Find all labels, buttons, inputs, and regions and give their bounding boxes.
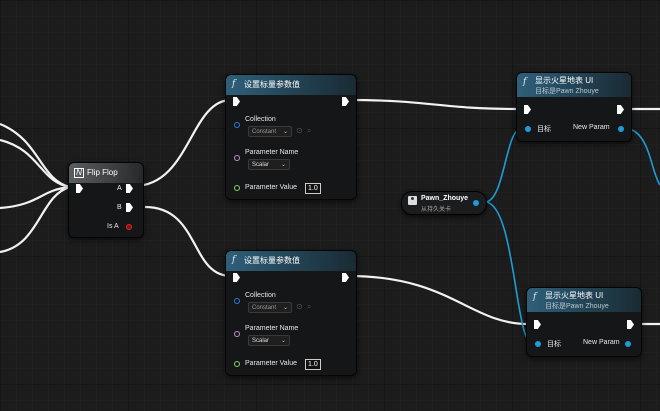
chevron-down-icon: ⌄: [280, 162, 286, 168]
flipflop-exec-b-pin[interactable]: [126, 203, 133, 212]
set-scalar-2-collection-value: Constant: [252, 305, 277, 311]
chevron-down-icon: ⌄: [282, 129, 288, 135]
set-scalar-1-collection-dropdown[interactable]: Constant ⌄: [248, 126, 292, 137]
pawn-reference-node[interactable]: Pawn_Zhouye 从持久关卡: [401, 191, 487, 215]
set-scalar-2-name-pin[interactable]: [234, 331, 240, 337]
set-scalar-2-collection-label: Collection: [245, 292, 276, 299]
show-ui-1-new-param-label: New Param: [573, 124, 610, 131]
show-ui-1-target-label: 目标: [537, 126, 551, 133]
show-ui-node-2[interactable]: f 显示火星地表 UI 目标是Pawn Zhouye 目标 New Param: [526, 287, 642, 357]
set-scalar-1-value-label: Parameter Value: [245, 184, 298, 191]
set-scalar-1-collection-pin[interactable]: [234, 122, 240, 128]
set-scalar-2-exec-in-pin[interactable]: [233, 273, 240, 282]
exec-wire-in-1: [0, 122, 71, 189]
show-ui-2-new-param-label: New Param: [583, 339, 620, 346]
show-ui-2-subtitle: 目标是Pawn Zhouye: [545, 303, 609, 310]
show-ui-1-exec-out-pin[interactable]: [617, 105, 624, 114]
show-ui-header-2[interactable]: f 显示火星地表 UI 目标是Pawn Zhouye: [527, 288, 641, 312]
set-scalar-2-exec-out-pin[interactable]: [342, 273, 349, 282]
exec-wire-in-3: [0, 185, 71, 210]
set-scalar-node-2[interactable]: f 设置标量参数值 Collection Constant ⌄ ⊙ ⌕ Para…: [225, 250, 357, 376]
flipflop-isa-pin[interactable]: [126, 224, 132, 230]
set-scalar-1-value-input[interactable]: 1.0: [305, 183, 321, 194]
set-scalar-2-value-input[interactable]: 1.0: [305, 359, 321, 370]
exec-wire-a: [133, 98, 232, 188]
pawn-output-pin[interactable]: [473, 200, 479, 206]
flipflop-exec-a-pin[interactable]: [126, 184, 133, 193]
function-icon: f: [523, 77, 527, 87]
set-scalar-1-collection-value: Constant: [252, 129, 277, 135]
set-scalar-2-value-label: Parameter Value: [245, 360, 298, 367]
search-icon[interactable]: ⌕: [307, 302, 312, 311]
browse-icon[interactable]: ⊙: [296, 302, 303, 311]
search-icon[interactable]: ⌕: [307, 126, 312, 135]
set-scalar-1-name-dropdown[interactable]: Scalar ⌄: [248, 159, 290, 170]
show-ui-1-target-pin[interactable]: [525, 126, 531, 132]
flipflop-pin-b-label: B: [117, 204, 122, 211]
object-wire-2: [484, 201, 533, 344]
set-scalar-header-2[interactable]: f 设置标量参数值: [226, 251, 356, 271]
actor-reference-icon: [408, 196, 417, 205]
set-scalar-2-name-label: Parameter Name: [245, 325, 299, 332]
show-ui-1-new-param-pin[interactable]: [618, 126, 624, 132]
exec-wire-in-4: [0, 185, 71, 254]
set-scalar-1-exec-out-pin[interactable]: [342, 97, 349, 106]
set-scalar-2-name-dropdown[interactable]: Scalar ⌄: [248, 335, 290, 346]
show-ui-node-1[interactable]: f 显示火星地表 UI 目标是Pawn Zhouye 目标 New Param: [516, 72, 632, 142]
set-scalar-1-value-pin[interactable]: [234, 185, 240, 191]
show-ui-2-exec-out-pin[interactable]: [627, 320, 634, 329]
pawn-subtitle: 从持久关卡: [421, 207, 452, 213]
function-icon: f: [232, 79, 236, 89]
set-scalar-1-exec-in-pin[interactable]: [233, 97, 240, 106]
set-scalar-2-collection-dropdown[interactable]: Constant ⌄: [248, 302, 292, 313]
flipflop-icon: N: [74, 168, 84, 178]
chevron-down-icon: ⌄: [280, 338, 286, 344]
flipflop-pin-a-label: A: [117, 185, 122, 192]
show-ui-1-subtitle: 目标是Pawn Zhouye: [535, 88, 599, 95]
flipflop-title: Flip Flop: [87, 168, 118, 177]
exec-wire-set1-ui1: [348, 98, 519, 111]
set-scalar-title-1: 设置标量参数值: [244, 80, 300, 89]
chevron-down-icon: ⌄: [282, 305, 288, 311]
set-scalar-1-name-label: Parameter Name: [245, 149, 299, 156]
exec-wire-b: [144, 205, 232, 278]
set-scalar-2-name-value: Scalar: [252, 338, 270, 344]
show-ui-2-target-pin[interactable]: [535, 341, 541, 347]
pawn-title: Pawn_Zhouye: [421, 195, 469, 202]
show-ui-2-exec-in-pin[interactable]: [534, 320, 541, 329]
set-scalar-2-collection-pin[interactable]: [234, 298, 240, 304]
function-icon: f: [533, 292, 537, 302]
flipflop-pin-isa-label: Is A: [107, 223, 119, 230]
browse-icon[interactable]: ⊙: [296, 126, 303, 135]
show-ui-2-new-param-pin[interactable]: [625, 341, 631, 347]
show-ui-2-target-label: 目标: [547, 341, 561, 348]
set-scalar-header-1[interactable]: f 设置标量参数值: [226, 75, 356, 95]
show-ui-1-title: 显示火星地表 UI: [535, 76, 594, 85]
exec-wire-set2-ui2: [348, 274, 529, 326]
exec-wire-in-2: [0, 138, 71, 189]
show-ui-1-exec-in-pin[interactable]: [524, 105, 531, 114]
set-scalar-node-1[interactable]: f 设置标量参数值 Collection Constant ⌄ ⊙ ⌕ Para…: [225, 74, 357, 200]
set-scalar-1-name-value: Scalar: [252, 162, 270, 168]
function-icon: f: [232, 255, 236, 265]
set-scalar-1-name-pin[interactable]: [234, 155, 240, 161]
set-scalar-title-2: 设置标量参数值: [244, 256, 300, 265]
show-ui-header-1[interactable]: f 显示火星地表 UI 目标是Pawn Zhouye: [517, 73, 631, 97]
flipflop-header[interactable]: N Flip Flop: [69, 163, 143, 183]
flipflop-node[interactable]: N Flip Flop A B Is A: [68, 162, 144, 238]
set-scalar-1-collection-label: Collection: [245, 116, 276, 123]
show-ui-2-title: 显示火星地表 UI: [545, 291, 604, 300]
set-scalar-2-value-pin[interactable]: [234, 361, 240, 367]
flipflop-exec-in-pin[interactable]: [76, 184, 83, 193]
